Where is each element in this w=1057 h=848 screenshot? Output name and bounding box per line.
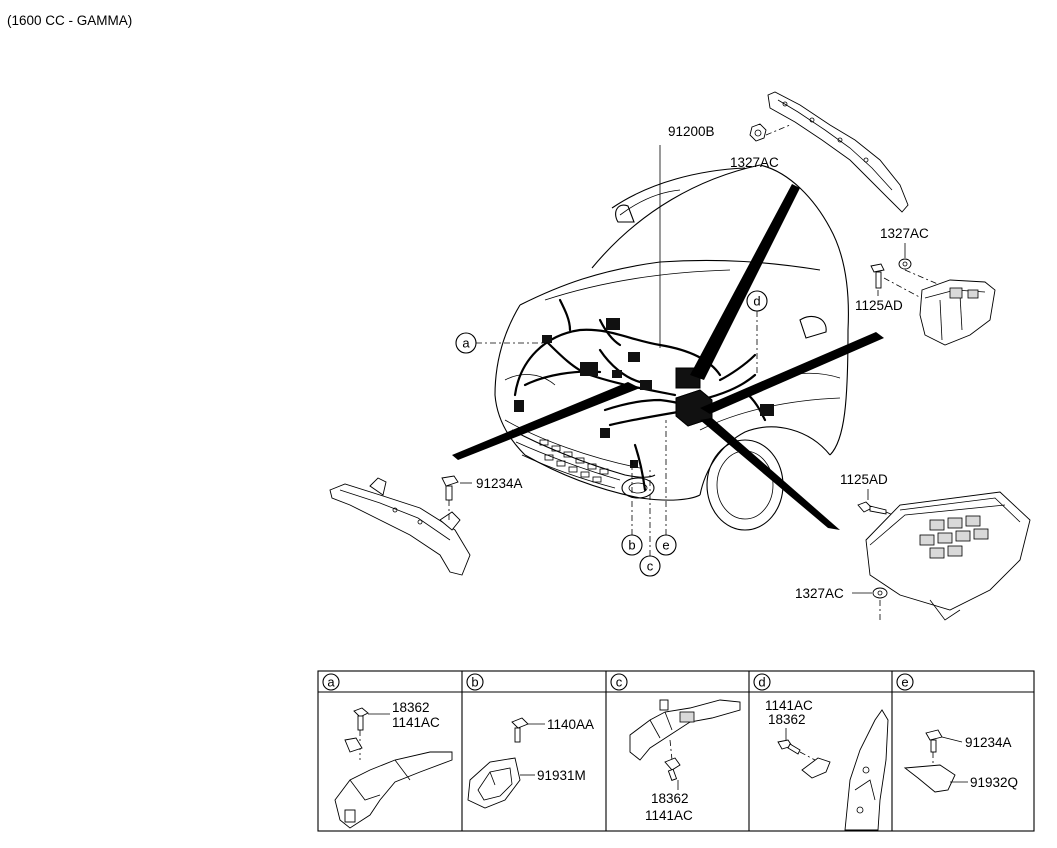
nut-bottom-label: 1327AC: [795, 586, 844, 601]
bracket-91931m: [467, 757, 521, 809]
svg-text:a: a: [462, 336, 470, 351]
nut-right-label: 1327AC: [880, 226, 929, 241]
fuse-box: [865, 491, 1031, 621]
top-bracket: [767, 91, 909, 213]
bolt-right-upper-label: 1125AD: [855, 298, 903, 313]
bracket-91932q: [903, 764, 956, 793]
callout-d: d: [746, 290, 768, 312]
panel-b-label-1: 1140AA: [547, 717, 594, 732]
front-bracket: [329, 477, 471, 576]
panel-d-label-2: 18362: [768, 712, 806, 727]
engine-label: (1600 CC - GAMMA): [7, 13, 132, 28]
panel-e-label-2: 91932Q: [970, 775, 1018, 790]
nut-icon: [749, 123, 767, 142]
bolt-icon: [777, 739, 801, 755]
bolt-icon: [870, 263, 885, 289]
clip-icon: [925, 729, 943, 753]
panel-a: 18362 1141AC: [334, 700, 453, 829]
panel-b-label-2: 91931M: [537, 768, 586, 783]
harness-label: 91200B: [668, 124, 715, 139]
callout-e: e: [655, 534, 677, 556]
panel-b-header: b: [466, 673, 484, 691]
svg-text:c: c: [616, 675, 623, 690]
panel-c-label-2: 1141AC: [645, 808, 693, 823]
svg-text:b: b: [471, 675, 478, 690]
panel-c-header: c: [610, 673, 628, 691]
panel-d-label-1: 1141AC: [765, 698, 813, 713]
svg-text:d: d: [758, 675, 765, 690]
panel-e: 91234A 91932Q: [903, 729, 1018, 793]
bolt-right-lower-label: 1125AD: [840, 472, 888, 487]
nut-icon: [898, 258, 912, 270]
panel-a-label-2: 1141AC: [392, 715, 440, 730]
panel-b: 1140AA 91931M: [467, 717, 594, 809]
svg-text:a: a: [327, 675, 335, 690]
panel-a-label-1: 18362: [392, 700, 430, 715]
bolt-icon: [353, 707, 369, 731]
panel-d-header: d: [753, 673, 771, 691]
svg-text:e: e: [901, 675, 908, 690]
panel-a-header: a: [322, 673, 340, 691]
callout-c: c: [639, 555, 661, 577]
svg-text:c: c: [647, 559, 654, 574]
panel-e-label-1: 91234A: [965, 735, 1012, 750]
panel-c-label-1: 18362: [651, 791, 689, 806]
bolt-icon: [511, 717, 529, 743]
callout-a: a: [455, 332, 477, 354]
nut-icon: [872, 587, 888, 599]
svg-text:e: e: [662, 538, 669, 553]
relay-bracket: [919, 279, 996, 346]
car-body: [494, 164, 849, 531]
bolt-icon: [857, 501, 887, 515]
nut-top-label: 1327AC: [730, 155, 779, 170]
panel-c: 18362 1141AC: [629, 699, 741, 823]
bolt-icon: [664, 757, 681, 781]
clip-icon: [441, 475, 459, 501]
engine-junction-block: [514, 318, 774, 468]
panel-e-header: e: [896, 673, 914, 691]
callout-b: b: [621, 534, 643, 556]
svg-text:b: b: [628, 538, 635, 553]
svg-text:d: d: [753, 294, 760, 309]
panel-d: 1141AC 18362: [765, 698, 889, 831]
clip-left-label: 91234A: [476, 476, 523, 491]
highlight-bands: [452, 184, 884, 530]
detail-table: [317, 670, 1035, 832]
grille-pattern: [539, 439, 609, 483]
